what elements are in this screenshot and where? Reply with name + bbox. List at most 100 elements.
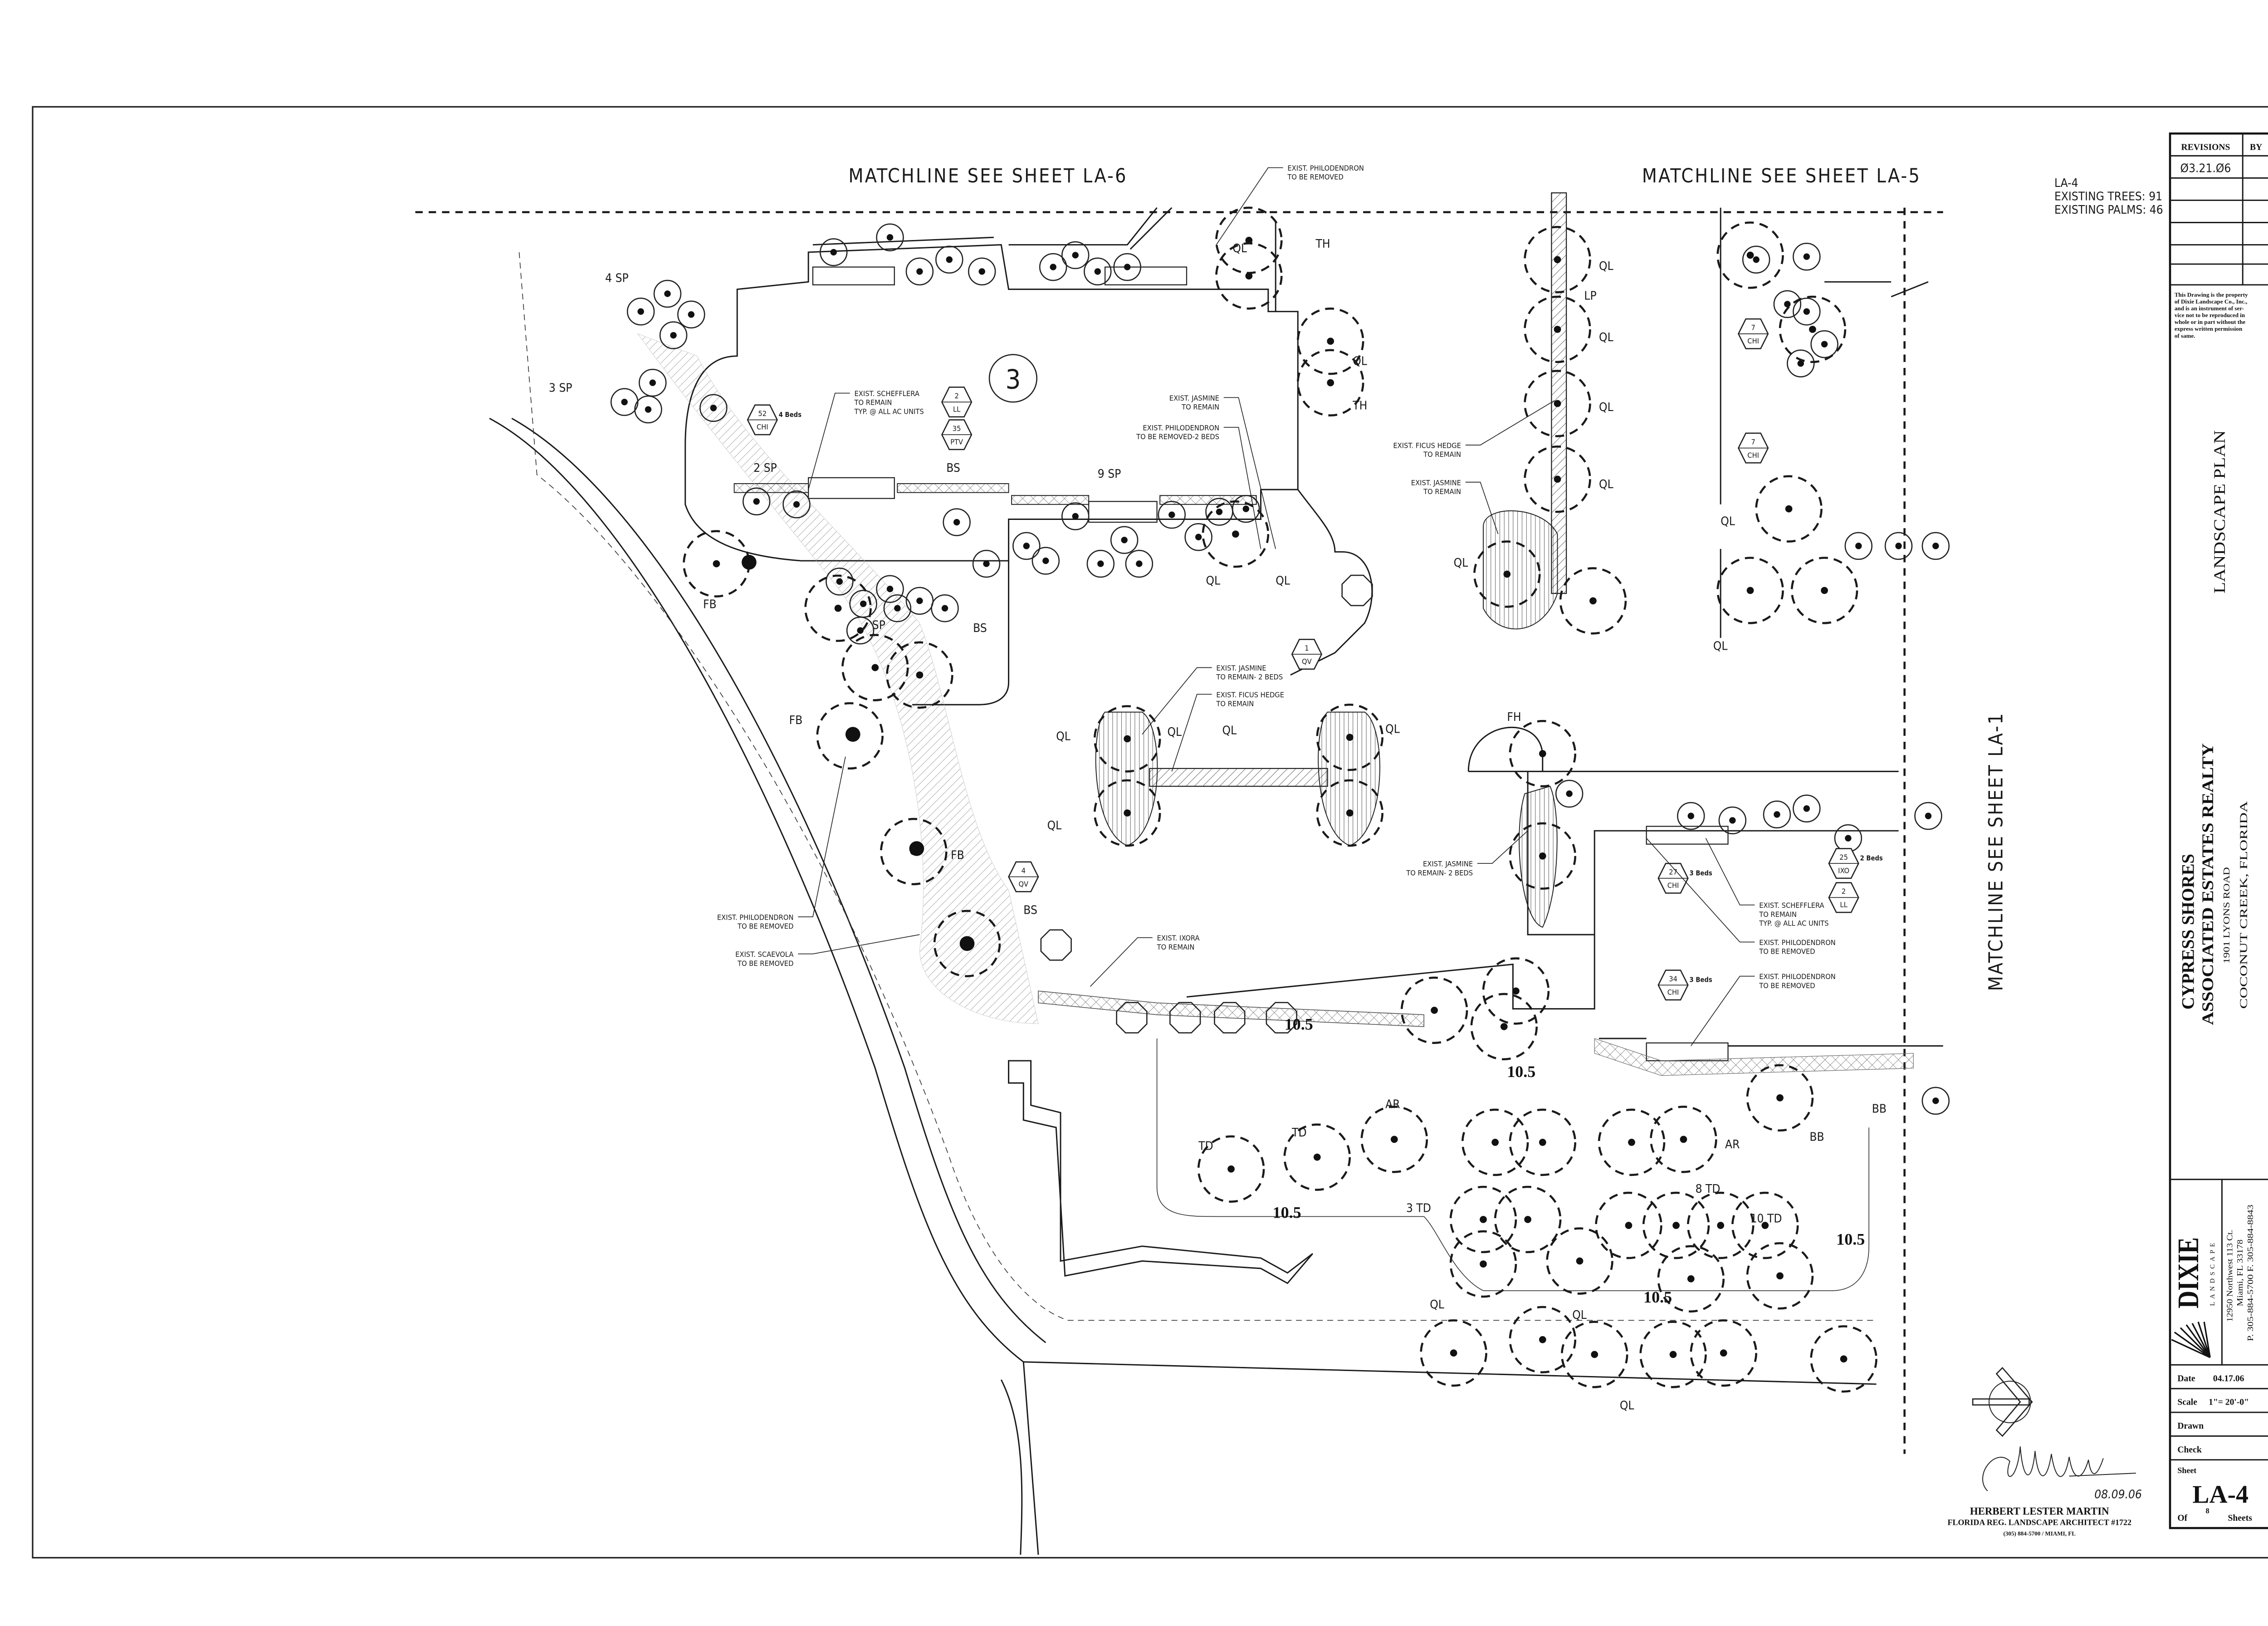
existing-tree-canopy xyxy=(1642,1191,1710,1259)
callout-line: TO BE REMOVED xyxy=(1287,173,1343,181)
plant-label: 2 SP xyxy=(753,461,777,475)
existing-tree-symbol xyxy=(1184,523,1212,551)
existing-tree-symbol xyxy=(972,549,1001,578)
existing-tree-canopy xyxy=(1093,705,1161,773)
shrub-octagon-symbol xyxy=(1214,1002,1246,1033)
plant-label: QL xyxy=(1353,354,1367,368)
plant-label: QL xyxy=(1599,401,1613,414)
matchlines: MATCHLINE SEE SHEET LA-6 MATCHLINE SEE S… xyxy=(415,165,2008,1454)
plant-label: BS xyxy=(946,461,960,475)
existing-tree-canopy xyxy=(1360,1106,1428,1173)
sheet-number: LA-4 xyxy=(2192,1481,2248,1509)
plant-label: TH xyxy=(1315,237,1330,251)
existing-tree-symbol xyxy=(1555,779,1584,808)
callout-line: EXIST. PHILODENDRON xyxy=(1759,938,1836,947)
tag-species-code: CHI xyxy=(757,423,768,431)
existing-tree-symbol xyxy=(1125,549,1154,578)
callout-line: EXIST. SCAEVOLA xyxy=(735,950,793,959)
palm-fan-icon xyxy=(2171,1322,2211,1358)
tag-count: 7 xyxy=(1751,323,1755,332)
existing-tree-canopy xyxy=(1296,349,1364,416)
copyright-line: vice not to be reproduced in xyxy=(2175,312,2245,318)
existing-tree-symbol xyxy=(1158,500,1186,529)
architect-contact: (305) 884-5700 / MIAMI, FL xyxy=(2004,1530,2076,1537)
callout-line: TO REMAIN- 2 BEDS xyxy=(1406,868,1473,877)
existing-tree-symbol xyxy=(626,297,655,326)
tag-count: 52 xyxy=(758,409,767,418)
existing-tree-canopy xyxy=(1779,295,1847,363)
existing-tree-symbol xyxy=(699,394,728,422)
existing-tree-symbol xyxy=(1914,802,1942,830)
existing-tree-canopy xyxy=(1755,475,1823,543)
callout-line: TYP. @ ALL AC UNITS xyxy=(854,407,924,416)
tag-species-code: QV xyxy=(1018,880,1028,888)
plant-quantity-tag: 4QV xyxy=(1008,861,1039,892)
of-label: Of xyxy=(2177,1513,2187,1523)
existing-tree-canopy xyxy=(1650,1106,1717,1173)
plant-label: BS xyxy=(973,622,987,635)
callout-line: EXIST. JASMINE xyxy=(1169,394,1219,402)
date-value: 04.17.06 xyxy=(2213,1374,2244,1383)
existing-tree-canopy xyxy=(1461,1108,1529,1176)
existing-tree-canopy xyxy=(1283,1123,1351,1191)
existing-tree-symbol xyxy=(634,395,662,424)
existing-tree-symbol xyxy=(1110,526,1139,554)
building-number: 3 xyxy=(1006,364,1021,395)
plant-label: SP xyxy=(872,618,885,632)
plant-label: QL xyxy=(1222,724,1237,738)
total-sheets: 8 xyxy=(2205,1506,2209,1515)
existing-tree-symbol xyxy=(1677,802,1705,830)
plant-label: QL xyxy=(1572,1308,1587,1322)
tag-note: 3 Beds xyxy=(1690,869,1712,877)
tag-species-code: CHI xyxy=(1667,881,1679,890)
title-block: REVISIONS BY Ø3.21.Ø6 This Drawing is th… xyxy=(2169,132,2268,1529)
plant-label: QL xyxy=(1047,819,1062,833)
plant-label: QL xyxy=(1430,1298,1444,1312)
architect-name: HERBERT LESTER MARTIN xyxy=(1970,1506,2109,1517)
plant-label: BB xyxy=(1809,1131,1824,1144)
existing-tree-canopy xyxy=(1524,226,1591,294)
existing-tree-symbol xyxy=(742,487,771,515)
existing-tree-canopy xyxy=(1598,1108,1666,1176)
existing-tree-symbol xyxy=(876,223,904,251)
existing-tree-canopy xyxy=(1093,779,1161,847)
callout-line: TO BE REMOVED xyxy=(737,959,793,968)
existing-tree-symbol xyxy=(1084,257,1112,286)
callout-line: EXIST. PHILODENDRON xyxy=(1287,164,1364,172)
existing-tree-canopy xyxy=(1524,370,1591,437)
tag-count: 4 xyxy=(1022,866,1026,875)
signature: 08.09.06 HERBERT LESTER MARTIN FLORIDA R… xyxy=(1947,1446,2142,1537)
plant-label: 3 TD xyxy=(1406,1202,1431,1215)
existing-tree-canopy xyxy=(804,574,872,642)
sheet-border xyxy=(32,106,2268,1559)
tag-species-code: LL xyxy=(953,405,961,413)
callout-line: EXIST. PHILODENDRON xyxy=(1759,972,1836,981)
copyright-line: whole or in part without the xyxy=(2175,318,2246,325)
existing-tree-canopy xyxy=(1449,1185,1517,1254)
grade-elevation: 10.5 xyxy=(1836,1230,1865,1249)
existing-tree-canopy xyxy=(1559,567,1627,635)
existing-tree-canopy xyxy=(1524,445,1591,513)
existing-tree-canopy xyxy=(1509,1108,1577,1176)
notes-existing-trees: EXISTING TREES: 91 xyxy=(2054,190,2162,203)
existing-tree-canopy xyxy=(1420,1319,1487,1387)
date-label: Date xyxy=(2177,1374,2195,1383)
existing-tree-symbol xyxy=(1718,806,1747,835)
existing-tree-symbol xyxy=(782,490,811,519)
plant-label: FH xyxy=(1507,710,1521,724)
tag-count: 35 xyxy=(953,424,961,433)
existing-tree-canopy xyxy=(1746,1242,1814,1310)
tag-species-code: IXO xyxy=(1838,866,1849,875)
existing-tree-symbol xyxy=(1844,532,1873,560)
